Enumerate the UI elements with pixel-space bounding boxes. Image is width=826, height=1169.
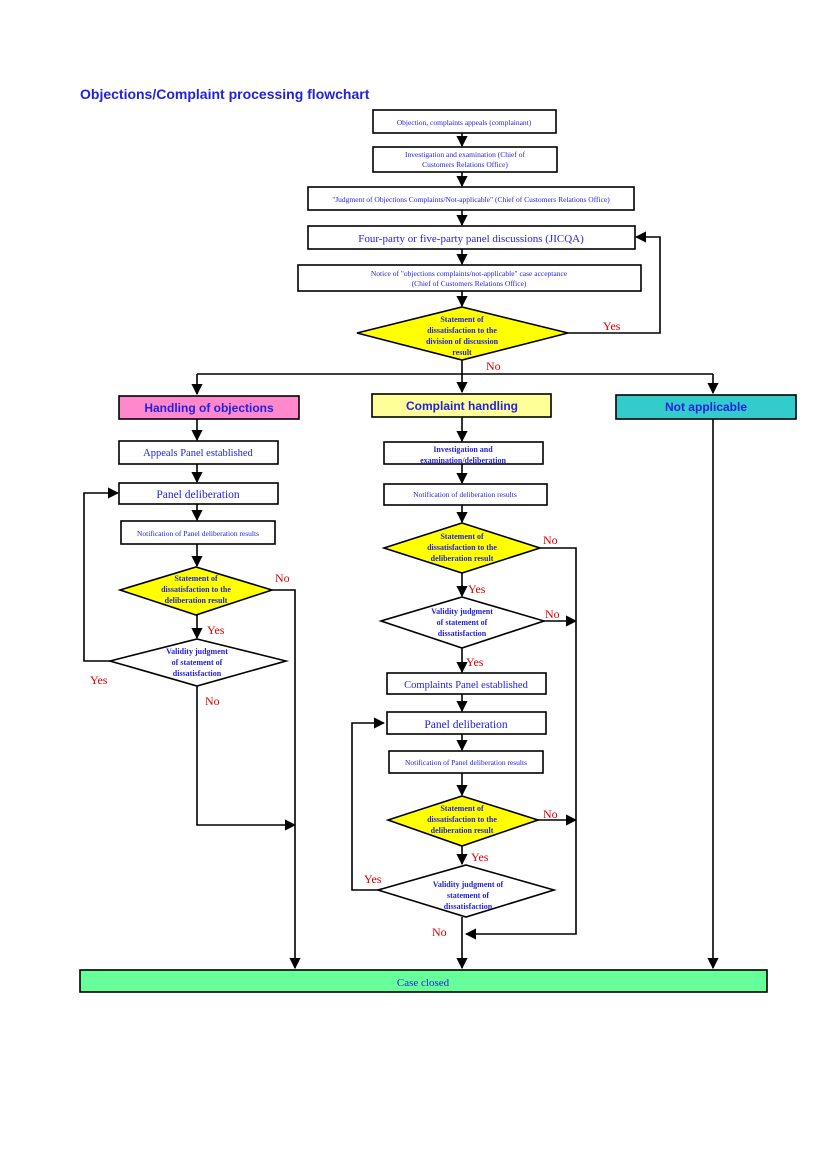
label-yes: Yes [90,673,108,687]
svg-text:Investigation and: Investigation and [433,445,493,454]
svg-text:Statement of: Statement of [174,574,218,583]
label-yes: Yes [207,623,225,637]
svg-text:Validity judgment of: Validity judgment of [433,880,504,889]
svg-text:(Chief of Customers Relations: (Chief of Customers Relations Office) [412,279,527,288]
label-no: No [275,571,290,585]
svg-text:dissatisfaction: dissatisfaction [173,669,222,678]
box-objections-notification: Notification of Panel deliberation resul… [120,520,276,545]
decision-complaint-panel-validity: Validity judgment of statement of dissat… [375,864,557,918]
box-objection-label: Objection, complaints appeals (complaina… [397,118,532,127]
connectors [83,133,719,970]
svg-text:deliberation result: deliberation result [165,596,228,605]
yes-no-labels: Yes No No Yes Yes No No Yes No Yes No Ye… [90,319,621,939]
svg-text:Statement of: Statement of [440,804,484,813]
box-judgment: "Judgment of Objections Complaints/Not-a… [307,186,635,211]
svg-text:Panel deliberation: Panel deliberation [424,719,508,731]
box-panel-discussion: Four-party or five-party panel discussio… [307,225,636,250]
box-complaint-investigation: Investigation and examination/deliberati… [383,441,544,465]
svg-text:dissatisfaction to the: dissatisfaction to the [427,326,497,335]
decision-objections-validity: Validity judgment of statement of dissat… [106,638,290,687]
box-investigation: Investigation and examination (Chief of … [372,146,558,173]
label-no: No [205,694,220,708]
svg-text:dissatisfaction: dissatisfaction [444,902,493,911]
svg-text:Notification of deliberation r: Notification of deliberation results [413,490,517,499]
svg-text:"Judgment of Objections Compla: "Judgment of Objections Complaints/Not-a… [332,195,610,204]
svg-text:Validity judgment: Validity judgment [166,647,228,656]
svg-text:Not applicable: Not applicable [665,400,747,414]
header-not-applicable: Not applicable [615,394,797,420]
label-yes: Yes [468,582,486,596]
svg-text:dissatisfaction: dissatisfaction [438,629,487,638]
svg-text:Handling of objections: Handling of objections [144,401,274,415]
svg-text:dissatisfaction to the: dissatisfaction to the [427,815,497,824]
svg-text:Notification of Panel delibera: Notification of Panel deliberation resul… [405,758,527,767]
svg-text:deliberation result: deliberation result [431,826,494,835]
svg-text:division of discussion: division of discussion [426,337,499,346]
svg-text:Complaints Panel established: Complaints Panel established [404,680,528,691]
svg-text:Complaint handling: Complaint handling [406,399,518,413]
label-no: No [486,359,501,373]
header-complaint-handling: Complaint handling [371,393,552,418]
page-title: Objections/Complaint processing flowchar… [80,86,370,102]
svg-text:Notice of "objections complain: Notice of "objections complaints/not-app… [371,269,568,278]
decision-dissatisfaction-discussion: Statement of dissatisfaction to the divi… [356,306,569,361]
svg-text:statement of: statement of [447,891,489,900]
svg-text:dissatisfaction to the: dissatisfaction to the [427,543,497,552]
svg-text:Notification of Panel delibera: Notification of Panel deliberation resul… [137,529,259,538]
label-no: No [545,607,560,621]
box-complaints-panel: Complaints Panel established [386,672,547,695]
svg-text:Customers Relations Office): Customers Relations Office) [422,160,508,169]
svg-text:Appeals Panel established: Appeals Panel established [143,448,253,459]
svg-text:examination/deliberation: examination/deliberation [420,456,506,465]
decision-complaint-panel-dissatisfaction: Statement of dissatisfaction to the deli… [385,795,541,847]
decision-objections-dissatisfaction: Statement of dissatisfaction to the deli… [117,566,275,616]
label-no: No [432,925,447,939]
label-yes: Yes [364,872,382,886]
label-yes: Yes [603,319,621,333]
svg-text:Validity judgment: Validity judgment [431,607,493,616]
svg-text:Case closed: Case closed [397,977,450,989]
decision-complaint-dissatisfaction: Statement of dissatisfaction to the deli… [381,522,543,574]
box-complaint-panel-notification: Notification of Panel deliberation resul… [388,750,544,774]
svg-text:Investigation and examination: Investigation and examination (Chief of [405,150,525,159]
svg-text:deliberation result: deliberation result [431,554,494,563]
box-appeals-panel: Appeals Panel established [118,440,279,465]
header-handling-of-objections: Handling of objections [118,395,300,420]
box-complaint-notification: Notification of deliberation results [383,483,548,506]
label-no: No [543,533,558,547]
svg-text:result: result [452,348,472,357]
decision-complaint-validity: Validity judgment of statement of dissat… [378,596,547,649]
svg-text:Statement of: Statement of [440,532,484,541]
svg-text:Statement of: Statement of [440,315,484,324]
svg-text:dissatisfaction to the: dissatisfaction to the [161,585,231,594]
label-no: No [543,807,558,821]
label-yes: Yes [471,850,489,864]
svg-text:of statement of: of statement of [172,658,223,667]
label-yes: Yes [466,655,484,669]
box-objection: Objection, complaints appeals (complaina… [372,109,557,134]
box-notice: Notice of "objections complaints/not-app… [297,264,642,292]
svg-text:Panel deliberation: Panel deliberation [156,489,240,501]
svg-text:of statement of: of statement of [437,618,488,627]
box-objections-deliberation: Panel deliberation [118,482,279,505]
box-case-closed: Case closed [79,969,768,993]
svg-text:Four-party or five-party panel: Four-party or five-party panel discussio… [358,233,584,245]
box-complaint-deliberation: Panel deliberation [386,711,547,735]
